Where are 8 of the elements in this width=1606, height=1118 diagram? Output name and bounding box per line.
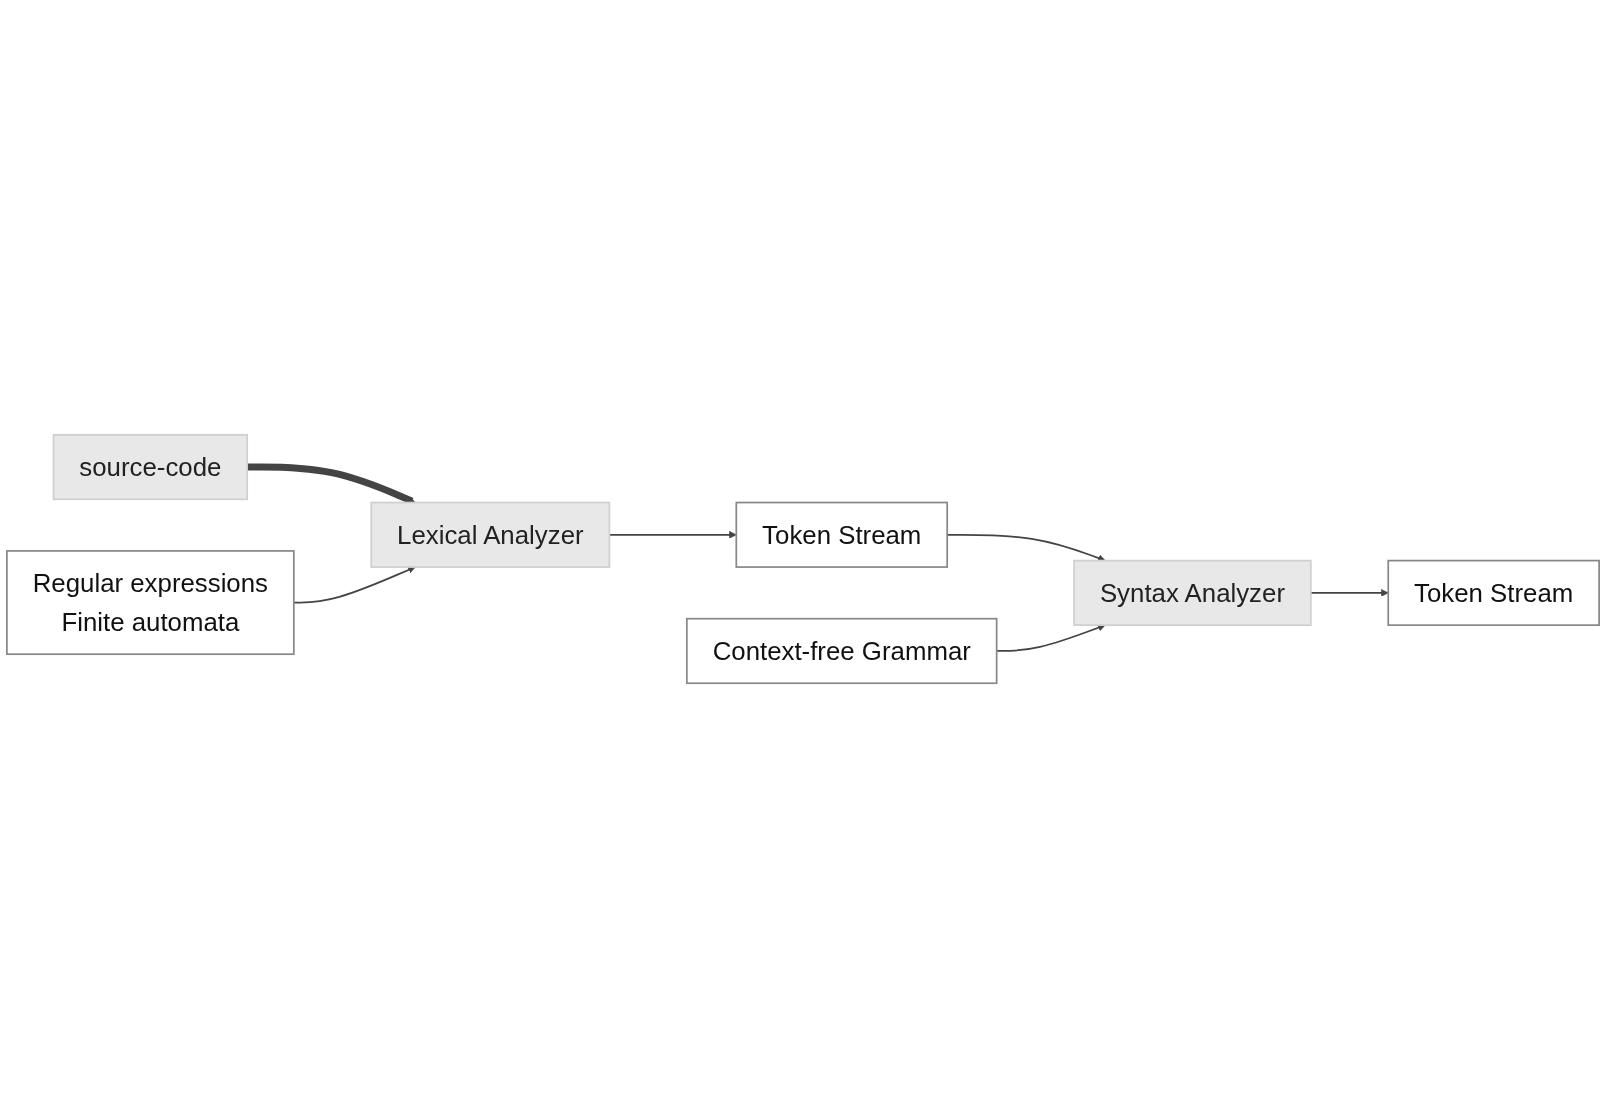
node-box: Token Stream xyxy=(1387,559,1600,626)
node-box: Token Stream xyxy=(735,501,949,568)
node-box: Syntax Analyzer xyxy=(1073,559,1312,626)
node-box: Lexical Analyzer xyxy=(370,501,611,568)
node-box: source-code xyxy=(52,433,249,501)
node-box: Regular expressions Finite automata xyxy=(6,550,295,656)
arrow xyxy=(247,463,416,505)
node-box: Context-free Grammar xyxy=(686,617,998,685)
